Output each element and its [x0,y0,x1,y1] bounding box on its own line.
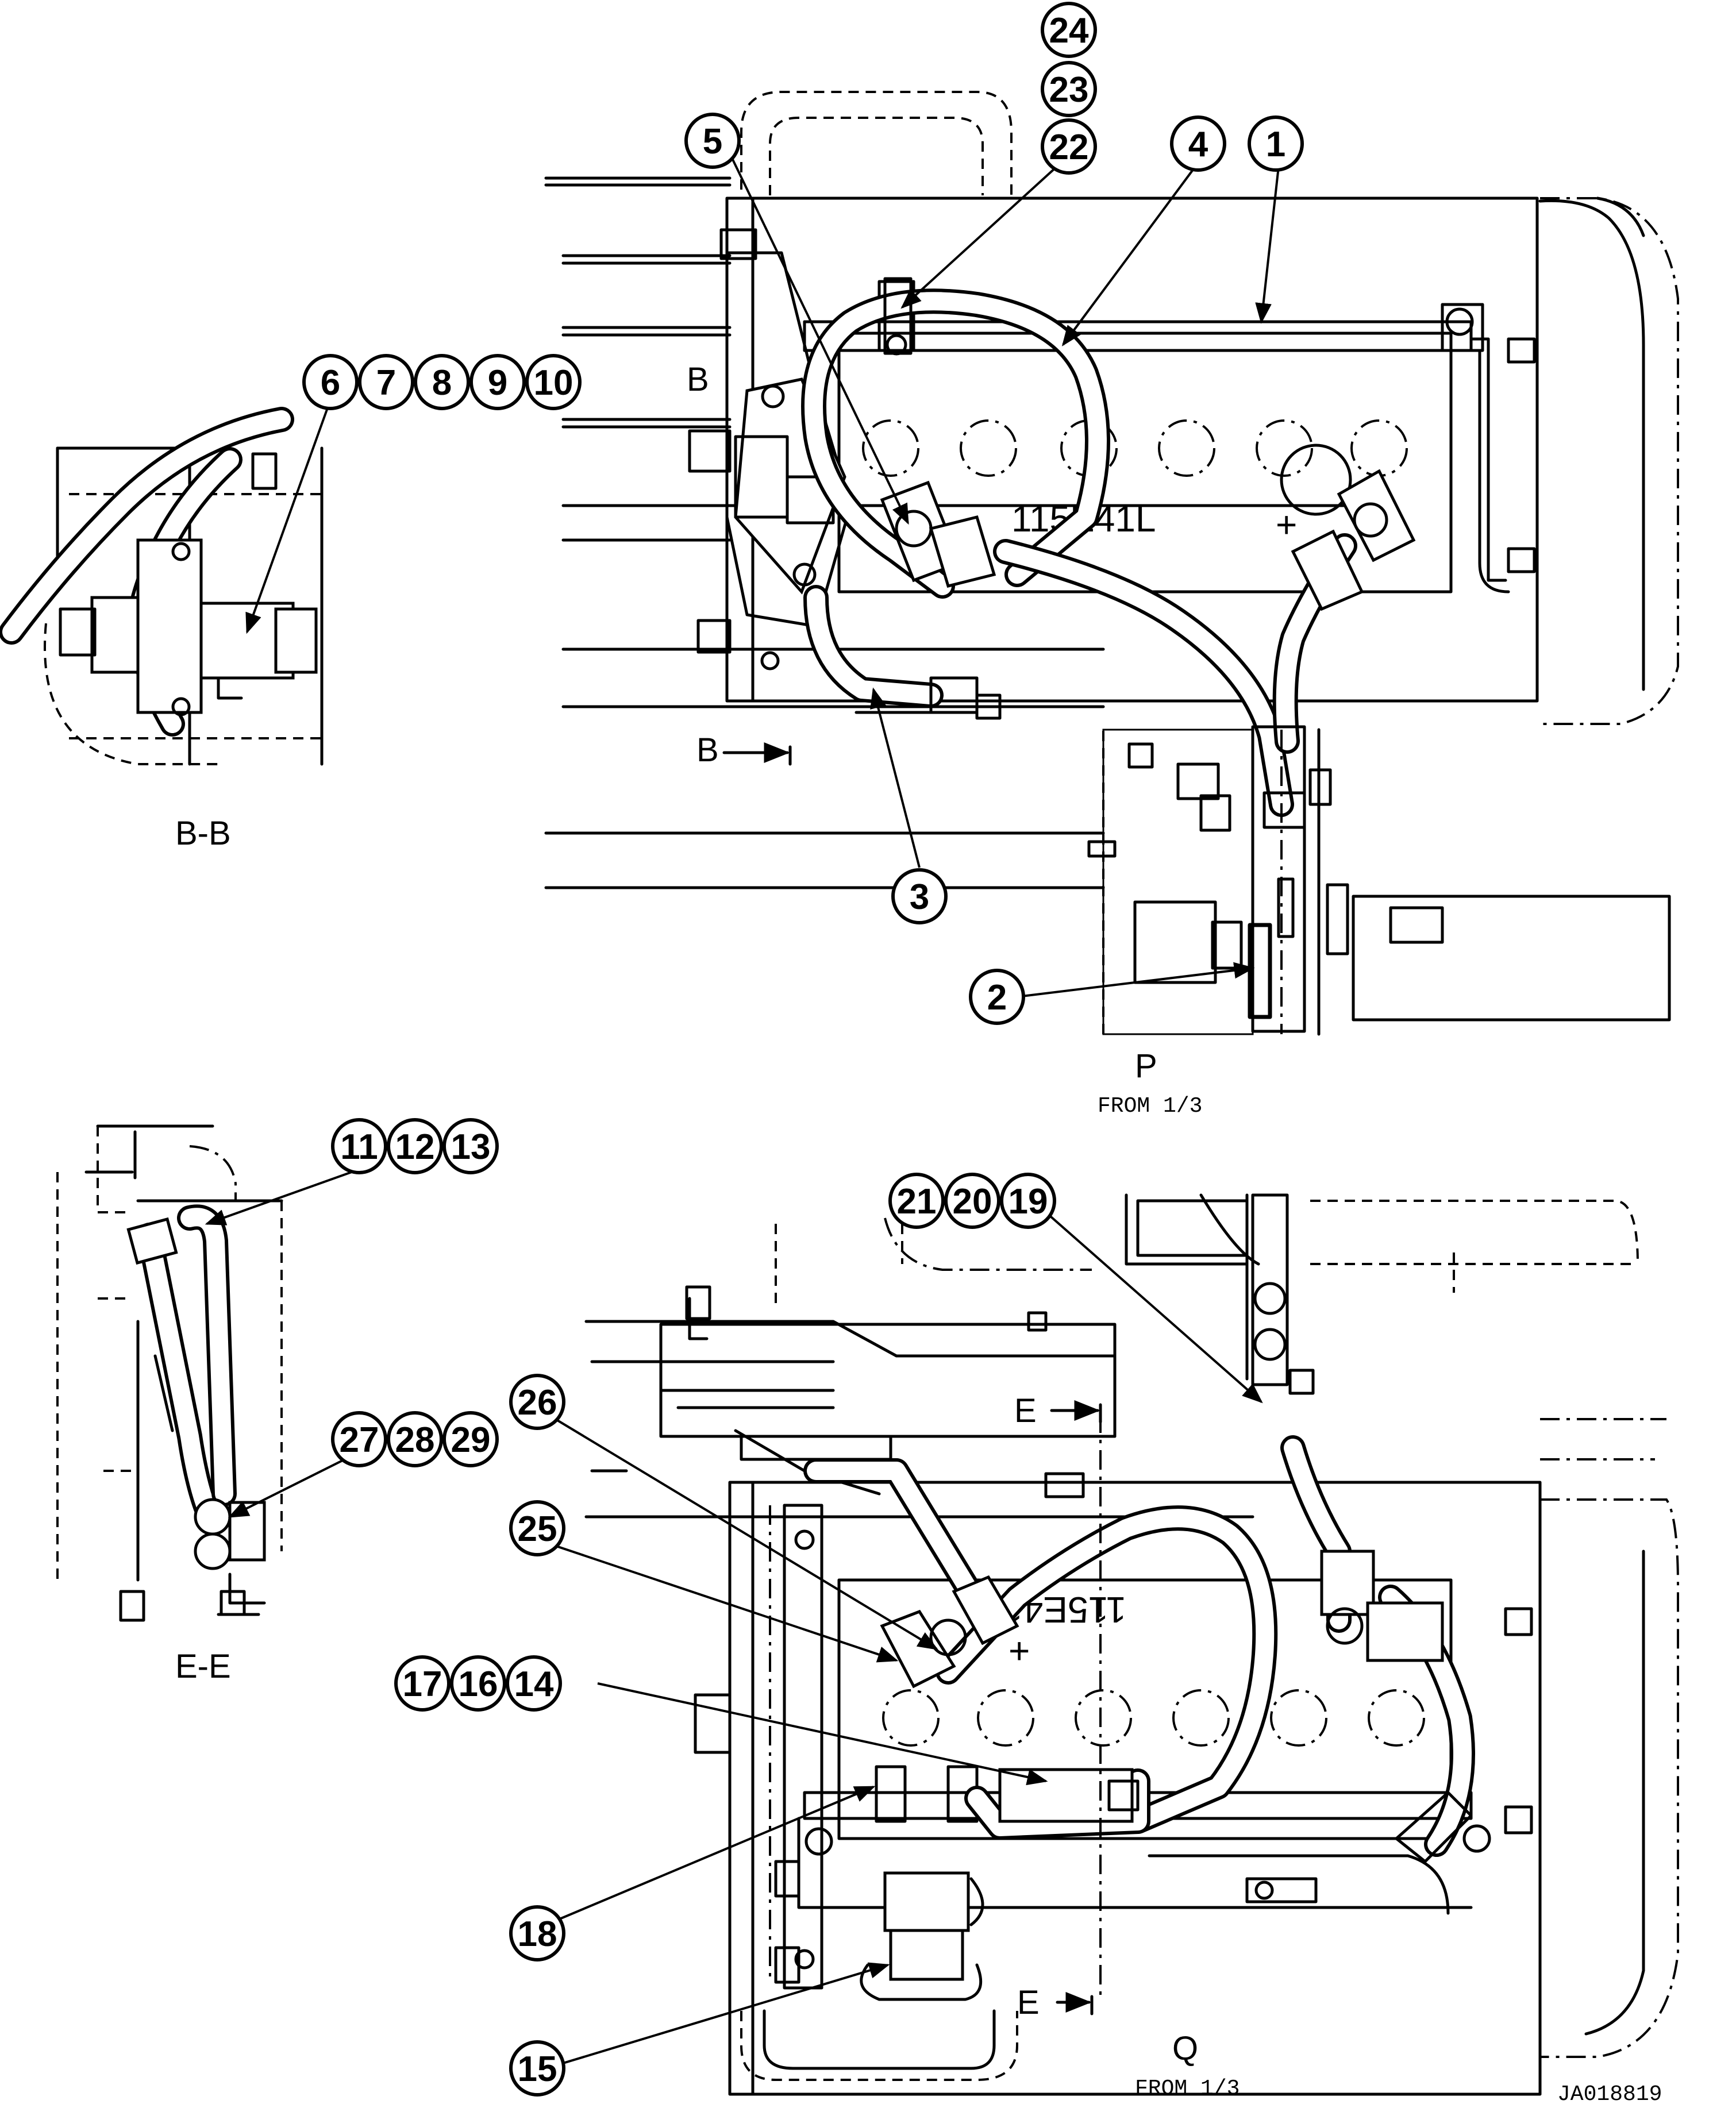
section-bb-drawing: B-B [0,407,324,852]
svg-text:23: 23 [1049,70,1089,110]
svg-text:3: 3 [910,877,929,917]
callout-17: 17 [394,1655,451,1712]
svg-text:E: E [1014,1392,1037,1429]
callout-18: 18 [509,1905,565,1961]
svg-text:20: 20 [953,1182,992,1221]
view-q-drawing: 115E41L + [584,1193,1679,2101]
callout-24: 24 [1041,2,1097,58]
view-q-letter: Q [1172,2030,1198,2067]
callout-14: 14 [506,1655,562,1712]
section-marks-e: E E [1014,1392,1102,2021]
callout-15: 15 [509,2040,565,2097]
svg-text:12: 12 [395,1127,435,1167]
svg-text:B: B [687,361,709,398]
callout-19: 19 [1000,1173,1056,1229]
svg-text:7: 7 [376,363,396,403]
svg-text:13: 13 [451,1127,491,1167]
svg-text:24: 24 [1049,11,1089,51]
battery-caps [862,419,1408,516]
callout-25: 25 [509,1500,565,1556]
section-ee-drawing: E-E [56,1124,283,1685]
drawing-number: JA018819 [1557,2082,1662,2107]
callout-16: 16 [450,1655,506,1712]
battery-caps-q [882,1689,1425,1747]
fender-outline [1540,197,1679,725]
callout-5: 5 [684,113,741,169]
svg-text:17: 17 [403,1664,442,1704]
svg-text:1: 1 [1266,125,1285,164]
svg-text:27: 27 [340,1420,379,1460]
svg-text:14: 14 [514,1664,554,1704]
callout-2: 2 [969,969,1025,1025]
callout-3: 3 [891,868,948,924]
svg-text:19: 19 [1009,1182,1048,1221]
terminal-negative-p [880,480,996,588]
section-bb-title: B-B [175,815,231,852]
callout-26: 26 [509,1374,565,1430]
callout-22: 22 [1041,118,1097,175]
callout-10: 10 [525,354,582,410]
view-p-subtitle: FROM 1/3 [1098,1094,1202,1119]
callout-23: 23 [1041,61,1097,117]
callout-9: 9 [469,354,526,410]
callout-1: 1 [1248,115,1304,172]
callout-8: 8 [414,354,470,410]
terminal-positive-q [880,1575,1019,1689]
callout-6: 6 [302,354,359,410]
callout-27: 27 [331,1411,387,1467]
svg-text:9: 9 [488,363,507,403]
section-ee-title: E-E [175,1648,231,1685]
svg-text:22: 22 [1049,128,1089,167]
svg-text:B: B [696,731,719,769]
view-q-subtitle: FROM 1/3 [1135,2076,1240,2101]
cover-14 [998,1768,1134,1823]
leader-lines [205,117,1280,2070]
callout-21: 21 [888,1173,945,1229]
svg-text:28: 28 [395,1420,435,1460]
callout-7: 7 [358,354,414,410]
svg-text:8: 8 [432,363,452,403]
battery-plus-q: + [1009,1630,1030,1671]
svg-text:15: 15 [518,2049,557,2089]
svg-text:18: 18 [518,1914,557,1954]
callout-4: 4 [1170,115,1226,172]
svg-text:E: E [1017,1984,1040,2021]
callouts: 24 23 22 5 4 1 3 2 6 7 8 9 10 11 12 13 2… [302,2,1304,2097]
svg-text:5: 5 [703,122,722,161]
svg-text:11: 11 [340,1127,378,1167]
callout-11: 11 [331,1118,387,1174]
plug-15 [860,1871,984,2001]
callout-29: 29 [442,1411,499,1467]
battery-tray-q [728,1481,1542,2096]
view-p-letter: P [1135,1047,1157,1085]
handle-hidden-q [740,2011,1018,2081]
svg-text:10: 10 [534,363,573,403]
callout-20: 20 [944,1173,1000,1229]
svg-text:29: 29 [451,1420,491,1460]
battery-tray [725,196,1539,703]
callout-28: 28 [387,1411,443,1467]
svg-text:2: 2 [987,978,1007,1018]
terminal-positive-p [1291,469,1416,611]
svg-text:6: 6 [321,363,340,403]
right-column-p [1087,725,1671,1036]
view-p-drawing: 115E41L + [544,91,1679,1119]
svg-text:16: 16 [459,1664,498,1704]
callout-12: 12 [387,1118,443,1174]
svg-text:25: 25 [518,1509,557,1549]
callout-13: 13 [442,1118,499,1174]
battery-plus-p: + [1276,504,1297,545]
frame-rails [544,176,1381,889]
svg-text:26: 26 [518,1383,557,1423]
handle-hidden [740,91,1013,195]
section-marks-b: B B [687,361,792,769]
svg-text:4: 4 [1188,125,1208,164]
terminal-negative-q [1320,1550,1444,1662]
svg-text:21: 21 [897,1182,937,1221]
